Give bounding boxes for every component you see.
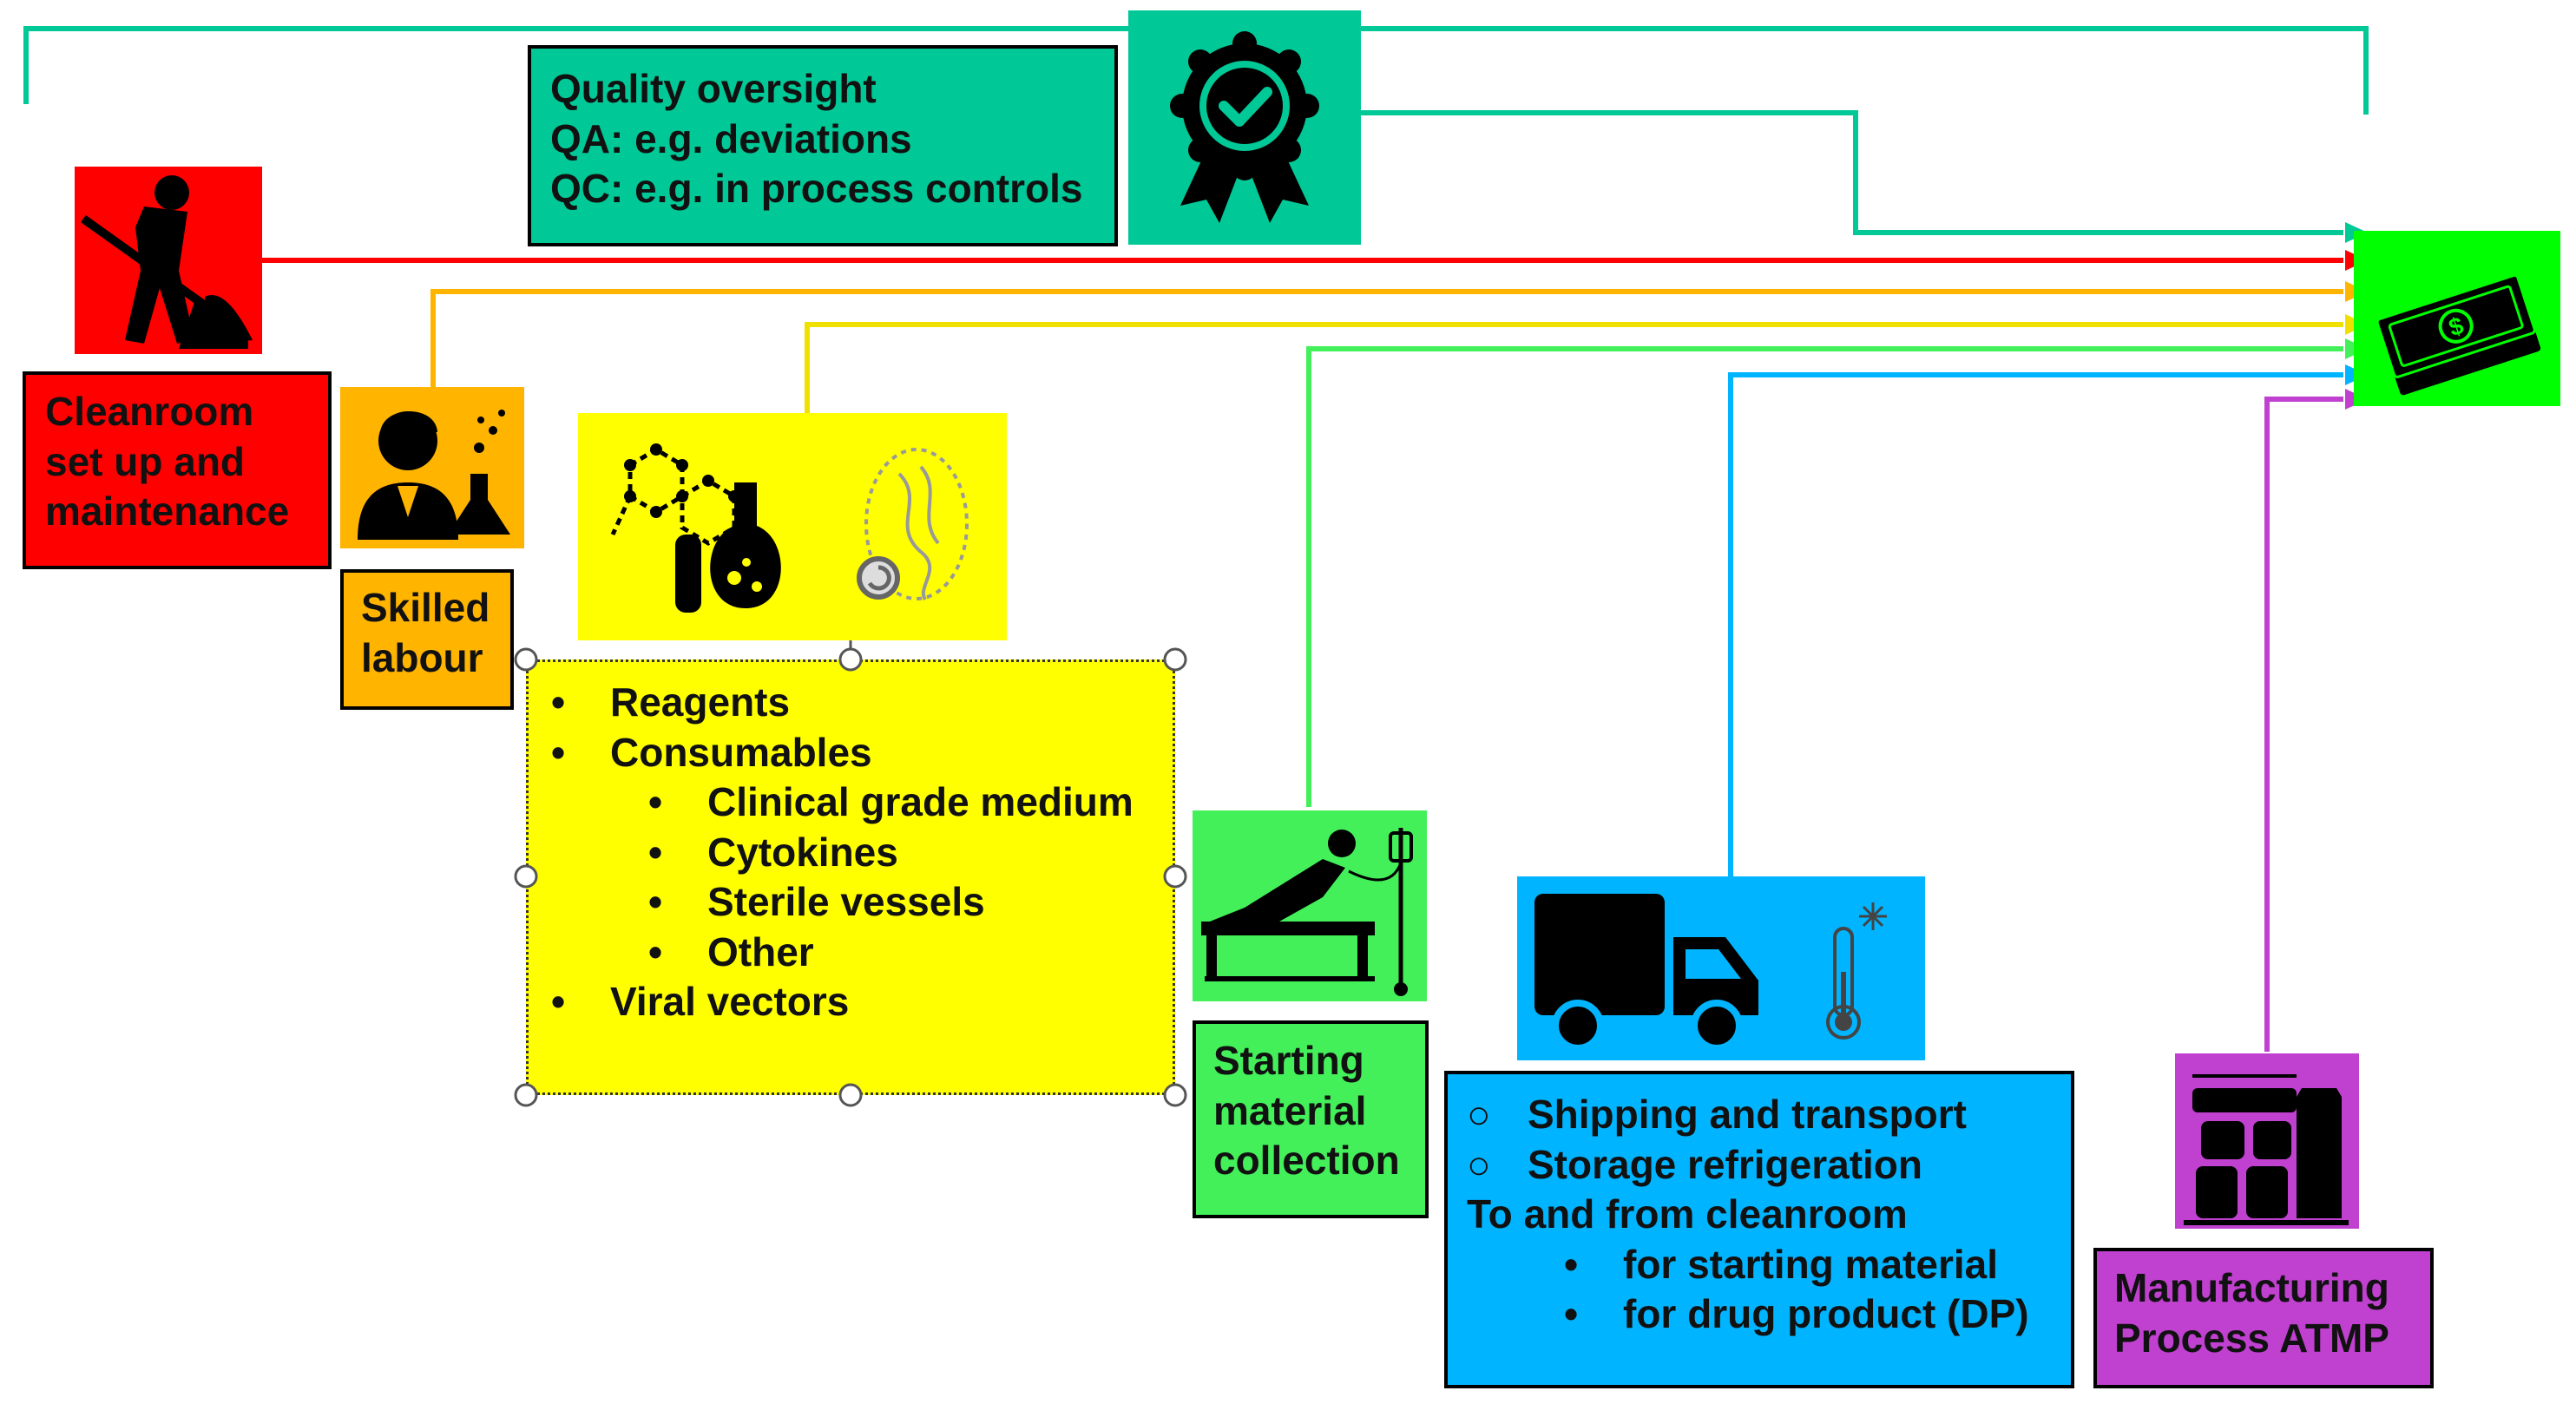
labour-connector (430, 289, 2343, 387)
list-item: To and from cleanroom (1467, 1191, 1908, 1237)
manufacturing-line: Process ATMP (2114, 1315, 2389, 1361)
patient-bed-iv-drip-icon (1201, 828, 1413, 996)
cleanroom-line: set up and (45, 438, 246, 484)
manufacturing-connector (2264, 397, 2343, 1052)
starting-box: Starting material collection (1193, 1020, 1429, 1218)
labour-box: Skilled labour (340, 569, 514, 710)
cleanroom-box: Cleanroom set up and maintenance (23, 371, 332, 569)
labour-line: Skilled (361, 585, 490, 630)
shipping-connector (1728, 372, 2343, 876)
quality-line: Quality oversight (550, 66, 877, 111)
scientist-flask-icon (358, 410, 510, 540)
manufacturing-line: Manufacturing (2114, 1265, 2389, 1310)
list-item: Clinical grade medium (551, 777, 1173, 828)
cost-icon-tile: $ (2354, 231, 2560, 406)
list-item: Storage refrigeration (1467, 1140, 2071, 1191)
list-item: Other (551, 928, 1173, 978)
cold-thermometer-icon (1826, 902, 1887, 1040)
starting-connector (1306, 346, 2343, 807)
list-item: Shipping and transport (1467, 1090, 2071, 1140)
reagents-list-box: Reagents Consumables Clinical grade medi… (526, 659, 1175, 1095)
cleanroom-icon-tile (75, 167, 262, 354)
list-item: Reagents (551, 678, 1173, 728)
reagents-icon-tile (578, 413, 1007, 640)
labour-icon-tile (340, 387, 524, 548)
quality-box: Quality oversight QA: e.g. deviations QC… (528, 45, 1118, 246)
manufacturing-icon-tile (2175, 1053, 2359, 1229)
starting-line: material (1213, 1087, 1367, 1133)
cleanroom-line: Cleanroom (45, 389, 254, 434)
delivery-truck-icon (1534, 894, 1758, 1052)
quality-icon-tile (1128, 10, 1361, 245)
labour-line: labour (361, 634, 483, 680)
list-item: Consumables (551, 728, 1173, 778)
list-item: for starting material (1467, 1240, 2071, 1290)
list-item: Cytokines (551, 828, 1173, 878)
virus-particle-icon (857, 448, 969, 601)
shipping-icon-tile (1517, 876, 1925, 1060)
list-item: for drug product (DP) (1467, 1289, 2071, 1340)
bioreactor-equipment-icon (2184, 1074, 2349, 1225)
reagents-list: Reagents Consumables Clinical grade medi… (551, 678, 1173, 1027)
molecule-flask-icon (610, 443, 781, 613)
manufacturing-box: Manufacturing Process ATMP (2093, 1248, 2434, 1388)
quality-line: QA: e.g. deviations (550, 115, 912, 161)
cleanroom-line: maintenance (45, 489, 290, 534)
award-ribbon-check-icon (1170, 31, 1319, 223)
money-stack-icon: $ (2376, 273, 2541, 396)
list-item: Viral vectors (551, 977, 1173, 1027)
starting-line: collection (1213, 1138, 1400, 1183)
starting-line: Starting (1213, 1038, 1364, 1083)
quality-line: QC: e.g. in process controls (550, 166, 1083, 211)
quality-connector (1359, 110, 2343, 235)
construction-worker-shovel-icon (81, 175, 253, 349)
quality-bracket-line (23, 26, 2369, 115)
list-item: Sterile vessels (551, 877, 1173, 928)
starting-icon-tile (1193, 810, 1427, 1001)
shipping-box: Shipping and transport Storage refrigera… (1444, 1071, 2074, 1388)
reagents-connector (805, 322, 2343, 413)
shipping-list: Shipping and transport Storage refrigera… (1467, 1090, 2071, 1340)
